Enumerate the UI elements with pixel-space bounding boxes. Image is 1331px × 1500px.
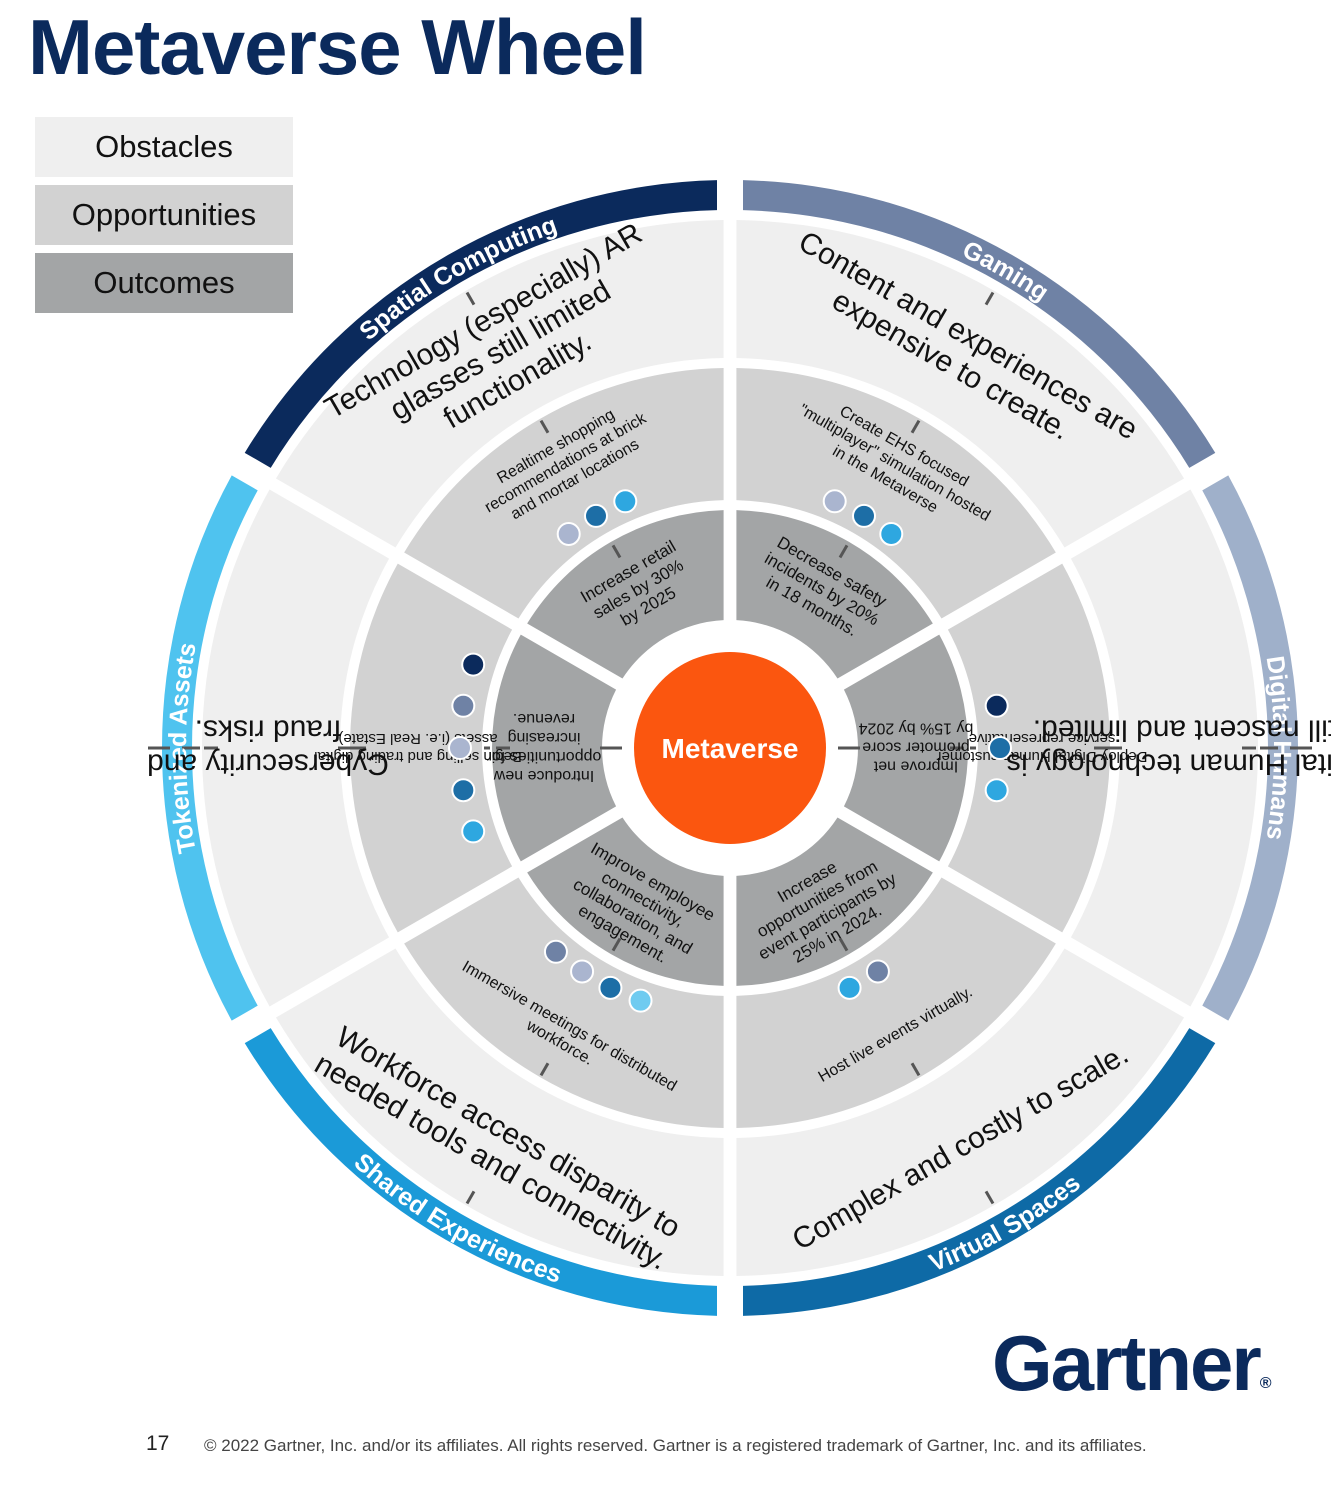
copyright-text: © 2022 Gartner, Inc. and/or its affiliat… bbox=[204, 1436, 1147, 1455]
outcome-sector bbox=[736, 817, 933, 986]
tick-mark bbox=[910, 1062, 921, 1077]
tick-mark bbox=[611, 544, 622, 559]
indicator-dot bbox=[461, 819, 486, 844]
outcome-text-line: promoter score bbox=[862, 738, 970, 755]
opportunity-sector bbox=[404, 368, 724, 619]
indicator-dot bbox=[570, 959, 595, 984]
indicator-dot bbox=[584, 503, 608, 528]
indicator-dot bbox=[865, 959, 890, 984]
gartner-logo: Gartner® bbox=[992, 1318, 1272, 1409]
segment-band bbox=[244, 1028, 717, 1316]
segment-shared-experiences bbox=[244, 817, 724, 1316]
indicator-dot bbox=[628, 988, 653, 1013]
obstacle-sector bbox=[736, 220, 1185, 548]
outcome-sector bbox=[736, 510, 933, 679]
gartner-logo-text: Gartner bbox=[992, 1319, 1262, 1407]
opportunity-sector bbox=[736, 877, 1056, 1128]
tick-mark bbox=[465, 1190, 476, 1205]
segment-band bbox=[1202, 475, 1298, 1021]
legend-opportunities: Opportunities bbox=[35, 185, 293, 245]
legend-obstacles-label: Obstacles bbox=[95, 129, 233, 164]
legend-obstacles: Obstacles bbox=[35, 117, 293, 177]
tick-mark bbox=[611, 937, 622, 952]
obstacle-sector bbox=[275, 948, 724, 1276]
outcome-sector bbox=[491, 634, 617, 862]
opportunity-sector bbox=[404, 877, 724, 1128]
obstacle-text-line: fraud risks. bbox=[195, 714, 342, 747]
outcome-text: Improve net promoter score by 15% by 2024 bbox=[859, 719, 974, 774]
indicator-dot bbox=[984, 693, 1009, 718]
outcome-sector bbox=[527, 510, 724, 679]
indicator-dot bbox=[556, 521, 581, 546]
segment-virtual-spaces bbox=[736, 817, 1216, 1316]
tick-mark bbox=[984, 291, 995, 306]
indicator-dot bbox=[822, 489, 847, 514]
opportunity-sector bbox=[736, 368, 1056, 619]
segment-band bbox=[743, 1028, 1216, 1316]
tick-mark bbox=[838, 937, 849, 952]
outcome-text-line: opportunities for bbox=[486, 748, 601, 765]
legend-opportunities-label: Opportunities bbox=[71, 197, 257, 232]
tick-mark bbox=[539, 419, 550, 434]
segment-band bbox=[743, 180, 1216, 468]
indicator-dot bbox=[837, 975, 862, 1000]
registered-mark: ® bbox=[1259, 1375, 1272, 1392]
outcome-text-line: Introduce new bbox=[493, 767, 594, 784]
outcome-text: Introduce new opportunities for increasing… bbox=[486, 710, 601, 784]
outcome-sector bbox=[527, 817, 724, 986]
tick-mark bbox=[838, 544, 849, 559]
outcome-sector bbox=[843, 634, 968, 862]
obstacle-sector bbox=[275, 220, 724, 548]
obstacle-sector bbox=[201, 489, 390, 1007]
indicator-dot bbox=[984, 778, 1009, 803]
center-circle bbox=[634, 652, 826, 844]
segment-spatial-computing bbox=[244, 180, 724, 679]
indicator-dot bbox=[461, 652, 486, 677]
opportunity-sector bbox=[947, 563, 1110, 933]
outcome-text-line: increasing bbox=[508, 729, 581, 746]
tick-mark bbox=[910, 419, 921, 434]
outcome-text-line: Improve net bbox=[873, 757, 958, 774]
obstacle-sector bbox=[1070, 489, 1259, 1007]
indicator-dot bbox=[879, 521, 904, 546]
tick-mark bbox=[984, 1190, 995, 1205]
outcome-text-line: by 15% by 2024 bbox=[859, 719, 974, 736]
indicator-dot bbox=[451, 693, 476, 718]
segment-band bbox=[162, 475, 258, 1021]
legend-outcomes: Outcomes bbox=[35, 253, 293, 313]
center-label: Metaverse bbox=[662, 733, 799, 764]
obstacle-text-line: Cybersecurity and bbox=[147, 748, 389, 781]
indicator-dot bbox=[543, 939, 568, 964]
indicator-dot bbox=[451, 778, 476, 803]
legend-outcomes-label: Outcomes bbox=[93, 265, 235, 300]
page-number: 17 bbox=[146, 1432, 170, 1455]
tick-mark bbox=[465, 291, 476, 306]
segment-band bbox=[244, 180, 717, 468]
page-title: Metaverse Wheel bbox=[28, 3, 647, 91]
segment-gaming bbox=[736, 180, 1216, 679]
obstacle-text-line: Digital Human technology is bbox=[1006, 748, 1331, 781]
indicator-dot bbox=[598, 975, 623, 1000]
tick-mark bbox=[539, 1062, 550, 1077]
indicator-dot bbox=[988, 736, 1012, 760]
indicator-dot bbox=[613, 489, 638, 514]
outcome-text-line: revenue. bbox=[513, 710, 575, 727]
obstacle-sector bbox=[736, 948, 1185, 1276]
opportunity-text-line: assets (i.e. Real Estate) bbox=[338, 730, 497, 747]
segment-digital-humans bbox=[843, 475, 1298, 1021]
indicator-dot bbox=[852, 503, 876, 528]
obstacle-text-line: still nascent and limited. bbox=[1033, 714, 1331, 747]
indicator-dot bbox=[448, 736, 472, 760]
